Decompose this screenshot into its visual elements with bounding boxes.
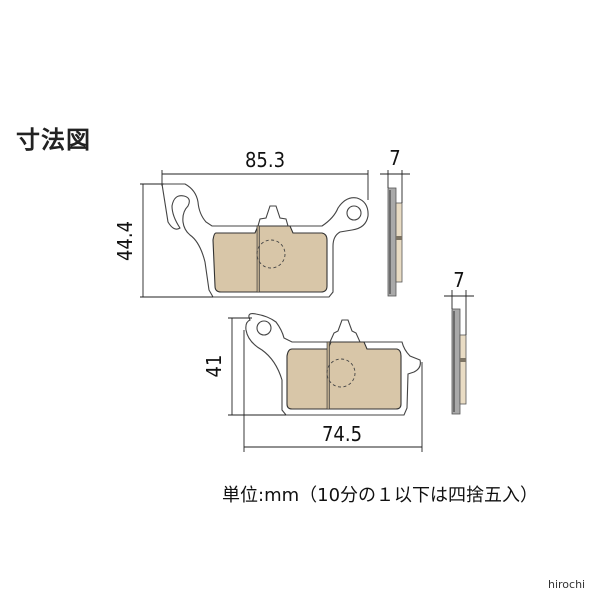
brake-pad-2: 41 74.5 7 [202,268,474,452]
pad2-mounting-hole [256,320,272,336]
pad1-piston-circle [256,239,286,269]
pad1-slot [256,225,260,293]
watermark: hirochi [548,578,586,591]
units-note: 単位:mm（10分の１以下は四捨五入） [222,485,539,506]
diagram-title: 寸法図 [16,126,91,154]
pad1-friction-material [212,225,328,293]
pad2-thickness-label: 7 [453,268,464,292]
pad1-side-friction [395,202,403,283]
pad1-thickness-label: 7 [389,146,400,170]
pad1-side-backing [387,187,397,297]
pad2-piston-circle [326,358,356,388]
brake-pad-1: 85.3 44.4 7 [113,146,410,298]
pad1-height-label: 44.4 [113,221,137,261]
pad2-friction-material [286,341,402,410]
pad2-side-backing [451,308,461,415]
pad1-width-label: 85.3 [245,148,285,172]
pad1-mounting-hole [346,205,362,221]
pad2-height-label: 41 [202,355,226,378]
pad2-side-slot-mark [460,358,466,362]
pad2-width-label: 74.5 [322,422,362,446]
pad2-side-friction [459,334,467,405]
pad1-side-slot-mark [396,236,402,240]
